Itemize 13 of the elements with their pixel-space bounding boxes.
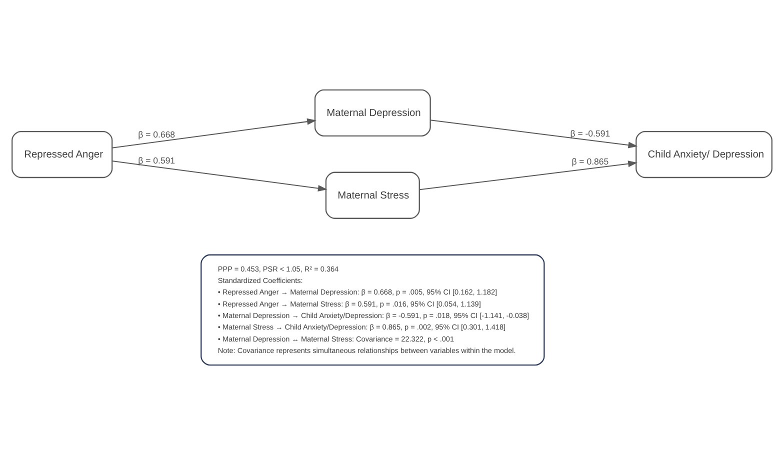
edge-label: β = 0.668 — [138, 129, 176, 140]
edge-label: β = 0.865 — [572, 156, 609, 166]
node-box: PPP = 0.453, PSR < 1.05, R² = 0.364 Standardized Coefficients: • Repressed Anger → Maternal Depression: β = 0.668, p = .005, 95% CI [0.162, 1.182] • Repressed Anger → Maternal Stress: β = 0.591, p = .016, 95% CI [0.054, 1.139] • Maternal Depression → Child Anxiety/Depression: β = -0.591, p = .018, 95% CI [-1.141, -0.038] • Maternal Stress → Child Anxiety/Depression: β = 0.865, p = .002, 95% CI [0.301, 1.418] • Maternal Depression ↔ Maternal Stress: Covariance = 22.322, p < .001 Note: Covariance represents simultaneous relationships between variables within the model. — [200, 254, 545, 366]
node-box: Maternal Stress — [325, 172, 420, 219]
node-box: Maternal Depression — [314, 89, 431, 136]
arrow — [112, 160, 328, 192]
arrow — [112, 118, 316, 148]
node-box: Repressed Anger — [12, 130, 113, 178]
arrow — [420, 160, 638, 190]
node-box: Child Anxiety/ Depression — [636, 130, 772, 178]
edge-label: β = 0.591 — [138, 156, 176, 166]
arrow — [430, 120, 638, 148]
edge-label: β = -0.591 — [570, 128, 610, 139]
